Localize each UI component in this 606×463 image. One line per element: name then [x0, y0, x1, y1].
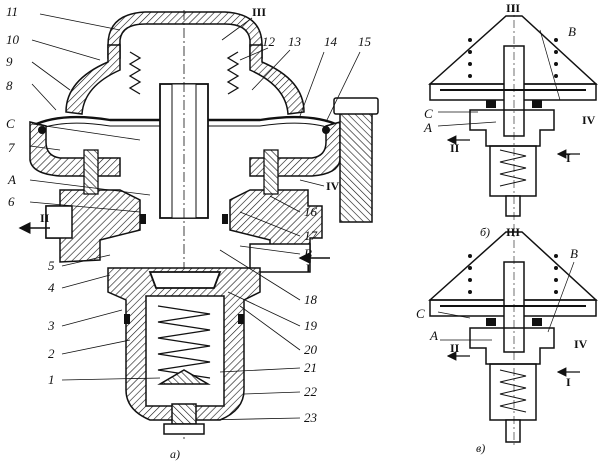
label-19: 19	[304, 318, 318, 333]
label-2: 2	[48, 346, 55, 361]
view-c-label-ii: II	[450, 341, 460, 355]
view-c-label-b: B	[570, 246, 578, 261]
label-21: 21	[304, 360, 317, 375]
adjusting-screw	[171, 403, 197, 425]
valve-disc	[148, 271, 222, 289]
caption-a: а)	[170, 447, 180, 461]
lower-spring	[157, 305, 211, 379]
label-3: 3	[47, 318, 55, 333]
seal-rings	[38, 126, 330, 324]
cap-housing	[65, 44, 121, 115]
caption-c: в)	[476, 441, 485, 455]
label-15: 15	[358, 34, 372, 49]
housing-bolts	[83, 149, 279, 195]
label-6: 6	[8, 194, 15, 209]
label-iv-main: IV	[326, 179, 340, 193]
view-b-label-b: B	[568, 24, 576, 39]
label-b-main: B	[304, 246, 312, 261]
view-b-label-iii: III	[506, 1, 520, 15]
label-12: 12	[262, 34, 276, 49]
upper-spring	[128, 51, 240, 95]
view-b-label-iv: IV	[582, 113, 596, 127]
main-section-view: 11 10 9 8 C 7 A 6 II 5 4 3 2 1 III 12 13…	[6, 4, 379, 461]
label-5: 5	[48, 258, 55, 273]
view-b-label-ii: II	[450, 141, 460, 155]
label-i-main: I	[306, 261, 311, 275]
label-1: 1	[48, 372, 55, 387]
view-b-label-a: A	[423, 120, 432, 135]
label-9: 9	[6, 54, 13, 69]
label-7: 7	[8, 140, 15, 155]
view-c-label-c: C	[416, 306, 425, 321]
view-c-label-iv: IV	[574, 337, 588, 351]
label-10: 10	[6, 32, 20, 47]
caption-b: б)	[480, 225, 490, 239]
view-c-label-iii: III	[506, 225, 520, 239]
bottom-cone	[157, 369, 211, 385]
label-a-main: A	[7, 172, 16, 187]
view-c-label-a: A	[429, 328, 438, 343]
view-b-label-c: C	[424, 106, 433, 121]
view-c-schematic: III B C A II IV I в)	[416, 224, 598, 455]
diaphragm	[31, 115, 341, 128]
cap-housing-right	[249, 44, 305, 115]
outlet-ii	[45, 205, 73, 239]
label-18: 18	[304, 292, 318, 307]
label-c-main: C	[6, 116, 15, 131]
side-fitting	[339, 109, 373, 223]
view-b-schematic: III B C A II IV I б)	[423, 1, 598, 239]
label-8: 8	[6, 78, 13, 93]
view-c-label-i: I	[566, 375, 571, 389]
label-16: 16	[304, 204, 318, 219]
label-20: 20	[304, 342, 318, 357]
label-iii-main: III	[252, 5, 266, 19]
label-14: 14	[324, 34, 338, 49]
label-22: 22	[304, 384, 318, 399]
label-11: 11	[6, 4, 18, 19]
label-17: 17	[304, 228, 318, 243]
label-13: 13	[288, 34, 302, 49]
label-4: 4	[48, 280, 55, 295]
top-cover	[107, 11, 263, 59]
view-b-label-i: I	[566, 151, 571, 165]
label-23: 23	[304, 410, 318, 425]
label-ii-main: II	[40, 211, 50, 225]
